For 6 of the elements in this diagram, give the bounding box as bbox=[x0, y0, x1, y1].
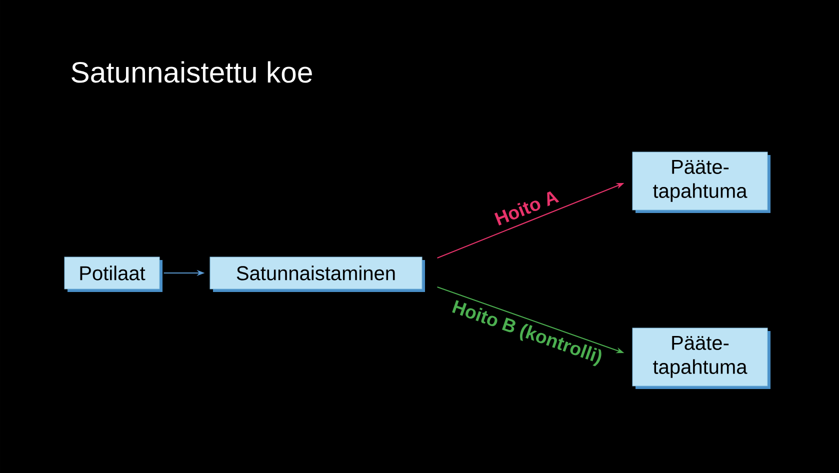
process-box: Potilaat bbox=[64, 256, 162, 292]
edge-label: Hoito A bbox=[494, 191, 560, 226]
process-box: Pääte- tapahtuma bbox=[632, 152, 770, 213]
process-box: Satunnaistaminen bbox=[210, 256, 425, 292]
slide-title: Satunnaistettu koe bbox=[72, 61, 312, 83]
process-box: Pääte- tapahtuma bbox=[632, 328, 770, 389]
